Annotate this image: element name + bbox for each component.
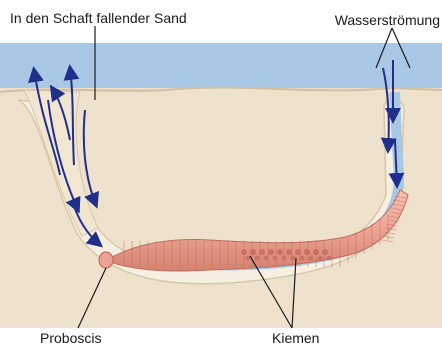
label-water-current: Wasserströmung: [335, 12, 440, 28]
gill-tuft: [304, 249, 310, 255]
gill-tuft: [264, 256, 269, 261]
gill-tuft: [313, 249, 319, 255]
gill-tuft: [327, 256, 332, 261]
gill-tuft: [259, 249, 265, 255]
gill-tuft: [300, 256, 305, 261]
gill-tuft: [241, 249, 247, 255]
gill-tuft: [268, 249, 274, 255]
gill-tuft: [309, 256, 314, 261]
gill-tuft: [322, 249, 328, 255]
gill-tuft: [255, 256, 260, 261]
label-proboscis: Proboscis: [40, 330, 101, 346]
gill-tuft: [291, 256, 296, 261]
seawater: [0, 43, 442, 93]
gill-tuft: [273, 256, 278, 261]
gill-tuft: [318, 256, 323, 261]
label-falling-sand: In den Schaft fallender Sand: [10, 10, 187, 26]
label-gills: Kiemen: [272, 330, 319, 346]
proboscis-head: [99, 252, 113, 268]
gill-tuft: [250, 249, 256, 255]
gill-tuft: [277, 249, 283, 255]
gill-tuft: [286, 249, 292, 255]
gill-tuft: [282, 256, 287, 261]
gill-tuft: [295, 249, 301, 255]
